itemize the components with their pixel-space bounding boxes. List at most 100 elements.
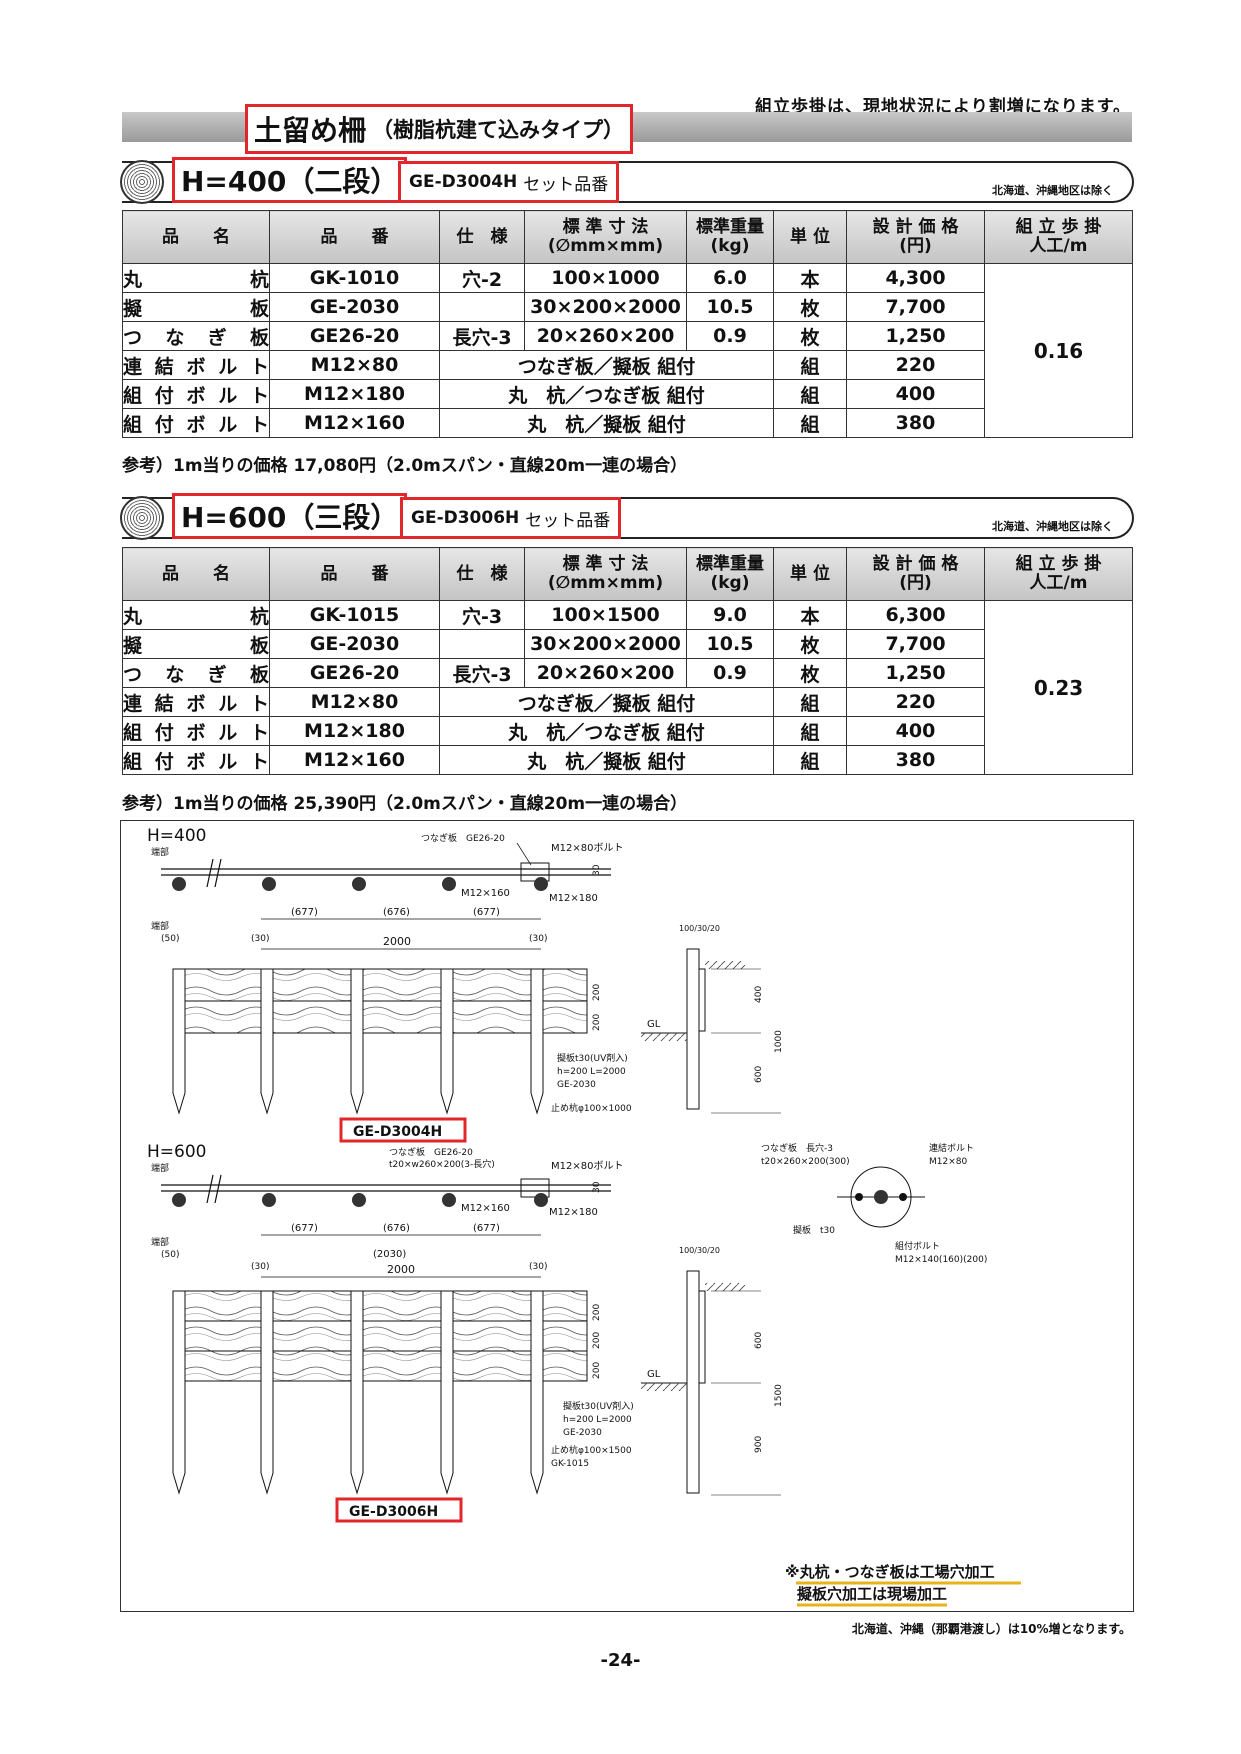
table-row: 連結ボルト M12×80 つなぎ板／擬板 組付 組 220 — [122, 687, 1133, 717]
col-shiyo: 仕 様 — [439, 210, 525, 264]
svg-text:(677): (677) — [291, 1223, 318, 1234]
svg-text:端部: 端部 — [151, 1162, 169, 1174]
svg-text:端部: 端部 — [151, 920, 169, 932]
svg-text:連結ボルト: 連結ボルト — [929, 1142, 974, 1154]
svg-text:M12×80ボルト: M12×80ボルト — [551, 842, 623, 854]
svg-text:(676): (676) — [383, 907, 410, 918]
svg-text:(677): (677) — [291, 907, 318, 918]
table-row: 組付ボルト M12×180 丸 杭／つなぎ板 組付 組 400 — [122, 379, 1133, 409]
set-code-label: セット品番 — [523, 174, 609, 195]
svg-text:h=200 L=2000: h=200 L=2000 — [563, 1415, 632, 1425]
svg-text:200: 200 — [592, 1304, 602, 1321]
footer-note: 北海道、沖縄（那覇港渡し）は10%増となります。 — [851, 1622, 1131, 1636]
svg-text:M12×80ボルト: M12×80ボルト — [551, 1160, 623, 1172]
table-row: 擬板 GE-2030 30×200×2000 10.5 枚 7,700 — [122, 629, 1133, 659]
h600-boards — [176, 1290, 588, 1382]
svg-text:つなぎ板 GE26-20: つなぎ板 GE26-20 — [389, 1146, 473, 1158]
svg-text:(677): (677) — [473, 1223, 500, 1234]
svg-text:つなぎ板 GE26-20: つなぎ板 GE26-20 — [421, 832, 505, 844]
col-buhake: 組 立 歩 掛人工/m — [984, 210, 1133, 264]
svg-text:30: 30 — [592, 1181, 602, 1193]
svg-text:(50): (50) — [161, 934, 179, 944]
svg-text:擬板t30(UV剤入): 擬板t30(UV剤入) — [557, 1052, 628, 1064]
col-juryo: 標準重量(kg) — [686, 210, 774, 264]
svg-text:GE-D3004H: GE-D3004H — [353, 1124, 442, 1140]
table-row: つなぎ板 GE26-20 長穴-3 20×260×200 0.9 枚 1,250 — [122, 658, 1133, 688]
table-header-row: 品 名 品 番 仕 様 標 準 寸 法(∅mm×mm) 標準重量(kg) 単 位… — [122, 547, 1133, 601]
drawing-note-2: 擬板穴加工は現場加工 — [797, 1585, 947, 1603]
h400-plan-piles — [172, 877, 548, 891]
title-main: 土留め柵 — [254, 114, 367, 147]
svg-text:GE-2030: GE-2030 — [563, 1428, 602, 1438]
height-label-h400: H=400（二段） — [172, 157, 408, 203]
svg-text:M12×180: M12×180 — [549, 1207, 598, 1218]
reference-price-h400: 参考）1m当りの価格 17,080円（2.0mスパン・直線20m一連の場合） — [122, 456, 688, 476]
svg-text:100/30/20: 100/30/20 — [679, 924, 720, 933]
svg-text:組付ボルト: 組付ボルト — [895, 1240, 940, 1252]
svg-text:200: 200 — [592, 984, 602, 1001]
technical-drawing-frame: H=400 端部 つなぎ板 GE26-20 M12×80ボルト 30 M12×1… — [120, 820, 1134, 1612]
svg-text:(677): (677) — [473, 907, 500, 918]
svg-text:2000: 2000 — [387, 1263, 415, 1276]
set-code: GE-D3004H — [409, 172, 518, 192]
table-row: 組付ボルト M12×160 丸 杭／擬板 組付 組 380 — [122, 745, 1133, 775]
technical-drawing: H=400 端部 つなぎ板 GE26-20 M12×80ボルト 30 M12×1… — [147, 826, 1021, 1607]
svg-text:M12×80: M12×80 — [929, 1157, 967, 1167]
h400-label: H=400 — [147, 826, 206, 846]
table-row: 丸杭 GK-1010 穴-2 100×1000 6.0 本 4,300 0.16 — [122, 263, 1133, 438]
table-row: 連結ボルト M12×80 つなぎ板／擬板 組付 組 220 — [122, 350, 1133, 380]
svg-text:(676): (676) — [383, 1223, 410, 1234]
h400-code-box — [339, 1117, 467, 1143]
svg-text:t20×w260×200(3-長穴): t20×w260×200(3-長穴) — [389, 1158, 495, 1170]
svg-text:100/30/20: 100/30/20 — [679, 1246, 720, 1255]
region-note: 北海道、沖縄地区は除く — [992, 520, 1113, 533]
col-kakaku: 設 計 価 格(円) — [846, 210, 985, 264]
labor-value: 0.16 — [984, 263, 1133, 438]
h600-plan-piles — [172, 1193, 548, 1207]
page-number: -24- — [600, 1650, 641, 1671]
svg-text:2000: 2000 — [383, 935, 411, 948]
labor-value: 0.23 — [984, 600, 1133, 775]
col-hinban: 品 番 — [269, 210, 440, 264]
svg-text:M12×140(160)(200): M12×140(160)(200) — [895, 1255, 987, 1265]
svg-text:止め杭φ100×1000: 止め杭φ100×1000 — [551, 1102, 632, 1114]
svg-text:t20×260×200(300): t20×260×200(300) — [761, 1157, 850, 1167]
table-header-row: 品 名 品 番 仕 様 標 準 寸 法(∅mm×mm) 標準重量(kg) 単 位… — [122, 210, 1133, 264]
svg-text:GL: GL — [647, 1019, 661, 1030]
svg-text:600: 600 — [754, 1332, 764, 1349]
h600-elevation-piles — [172, 1290, 544, 1495]
h600-code-box — [335, 1497, 463, 1523]
title-sub: （樹脂杭建て込みタイプ） — [372, 118, 625, 142]
svg-text:止め杭φ100×1500: 止め杭φ100×1500 — [551, 1444, 632, 1456]
svg-text:200: 200 — [592, 1332, 602, 1349]
set-code-box-h400: GE-D3004H セット品番 — [398, 161, 620, 203]
svg-text:200: 200 — [592, 1014, 602, 1031]
section-coin-icon — [120, 496, 164, 540]
h400-boards — [176, 968, 588, 1034]
svg-text:(30): (30) — [251, 1262, 269, 1272]
svg-text:900: 900 — [754, 1436, 764, 1453]
table-row: 組付ボルト M12×160 丸 杭／擬板 組付 組 380 — [122, 408, 1133, 438]
svg-text:擬板t30(UV剤入): 擬板t30(UV剤入) — [563, 1400, 634, 1412]
svg-text:端部: 端部 — [151, 1236, 169, 1248]
svg-text:1000: 1000 — [774, 1030, 784, 1053]
svg-text:GL: GL — [647, 1369, 661, 1380]
svg-text:(30): (30) — [529, 934, 547, 944]
spec-table-h400: 品 名 品 番 仕 様 標 準 寸 法(∅mm×mm) 標準重量(kg) 単 位… — [122, 210, 1133, 438]
col-sunpo: 標 準 寸 法(∅mm×mm) — [524, 210, 687, 264]
svg-text:つなぎ板 長穴-3: つなぎ板 長穴-3 — [761, 1142, 833, 1154]
h600-label: H=600 — [147, 1142, 206, 1162]
region-note: 北海道、沖縄地区は除く — [992, 184, 1113, 197]
table-row: 擬板 GE-2030 30×200×2000 10.5 枚 7,700 — [122, 292, 1133, 322]
set-code: GE-D3006H — [411, 508, 520, 528]
bolt-detail: つなぎ板 長穴-3 t20×260×200(300) 連結ボルト M12×80 … — [761, 1142, 987, 1265]
svg-text:400: 400 — [754, 986, 764, 1003]
svg-text:(30): (30) — [529, 1262, 547, 1272]
set-code-label: セット品番 — [525, 510, 611, 531]
drawing-note-1: ※丸杭・つなぎ板は工場穴加工 — [785, 1563, 995, 1581]
height-label-h600: H=600（三段） — [172, 493, 408, 539]
h400-elevation-piles — [172, 968, 544, 1115]
svg-text:30: 30 — [592, 864, 602, 876]
svg-text:擬板 t30: 擬板 t30 — [793, 1224, 835, 1236]
page-title: 土留め柵 （樹脂杭建て込みタイプ） — [245, 104, 634, 154]
